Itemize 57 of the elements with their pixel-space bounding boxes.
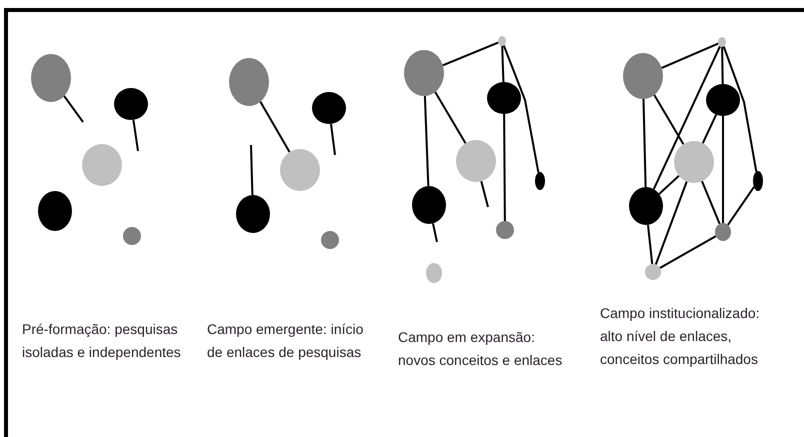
- connector-line: [702, 114, 718, 144]
- circle-node: [645, 264, 661, 280]
- circle-node: [123, 227, 141, 245]
- connector-line: [659, 235, 716, 269]
- circle-node: [31, 54, 71, 102]
- circle-node: [706, 84, 740, 116]
- connector-line: [501, 46, 504, 82]
- connector-line: [642, 98, 647, 188]
- circle-node: [229, 58, 269, 106]
- connector-line: [434, 91, 466, 144]
- circle-node: [715, 223, 731, 241]
- circle-node: [718, 37, 726, 47]
- circle-node: [498, 36, 506, 46]
- connector-line: [502, 45, 540, 173]
- circle-node: [82, 144, 122, 186]
- circle-node: [496, 221, 514, 239]
- circle-node: [456, 140, 496, 182]
- connector-line: [721, 46, 724, 84]
- circle-node: [412, 186, 446, 224]
- caption-text: Pré-formação: pesquisas isoladas e independentes: [22, 320, 182, 362]
- connector-line: [132, 120, 139, 152]
- connector-line: [658, 175, 680, 195]
- circle-node: [114, 88, 148, 120]
- caption-text: Campo institucionalizado: alto nível de enlaces, conceitos compartilhados: [600, 304, 761, 369]
- connector-line: [701, 180, 721, 224]
- connector-line: [722, 46, 758, 172]
- connector-line: [260, 101, 290, 153]
- connector-line: [480, 181, 489, 208]
- connector-line: [722, 116, 724, 223]
- caption-text: Campo emergente: início de enlaces de pesquisas: [207, 320, 364, 362]
- connector-line: [647, 224, 654, 264]
- circle-node: [312, 92, 346, 124]
- circle-node: [753, 171, 763, 191]
- caption-text: Campo em expansão: novos conceitos e enlaces: [398, 328, 564, 370]
- connector-line: [727, 186, 755, 226]
- circle-node: [280, 149, 320, 191]
- connector-line: [653, 94, 684, 145]
- connector-line: [250, 144, 254, 196]
- circle-node: [487, 82, 521, 114]
- circle-node: [236, 195, 270, 233]
- circle-node: [426, 263, 442, 283]
- circle-node: [404, 50, 444, 96]
- connector-line: [442, 42, 499, 66]
- connector-line: [424, 96, 430, 186]
- connector-line: [652, 46, 721, 190]
- connector-line: [432, 223, 438, 242]
- circle-node: [674, 141, 714, 183]
- connector-line: [661, 42, 719, 69]
- circle-node: [623, 53, 663, 99]
- connector-line: [330, 124, 336, 156]
- circle-node: [38, 191, 72, 231]
- connector-line: [654, 181, 688, 265]
- connector-line: [503, 114, 506, 221]
- circle-node: [629, 187, 663, 225]
- circle-node: [535, 172, 545, 190]
- connector-line: [63, 96, 84, 123]
- circle-node: [321, 231, 339, 249]
